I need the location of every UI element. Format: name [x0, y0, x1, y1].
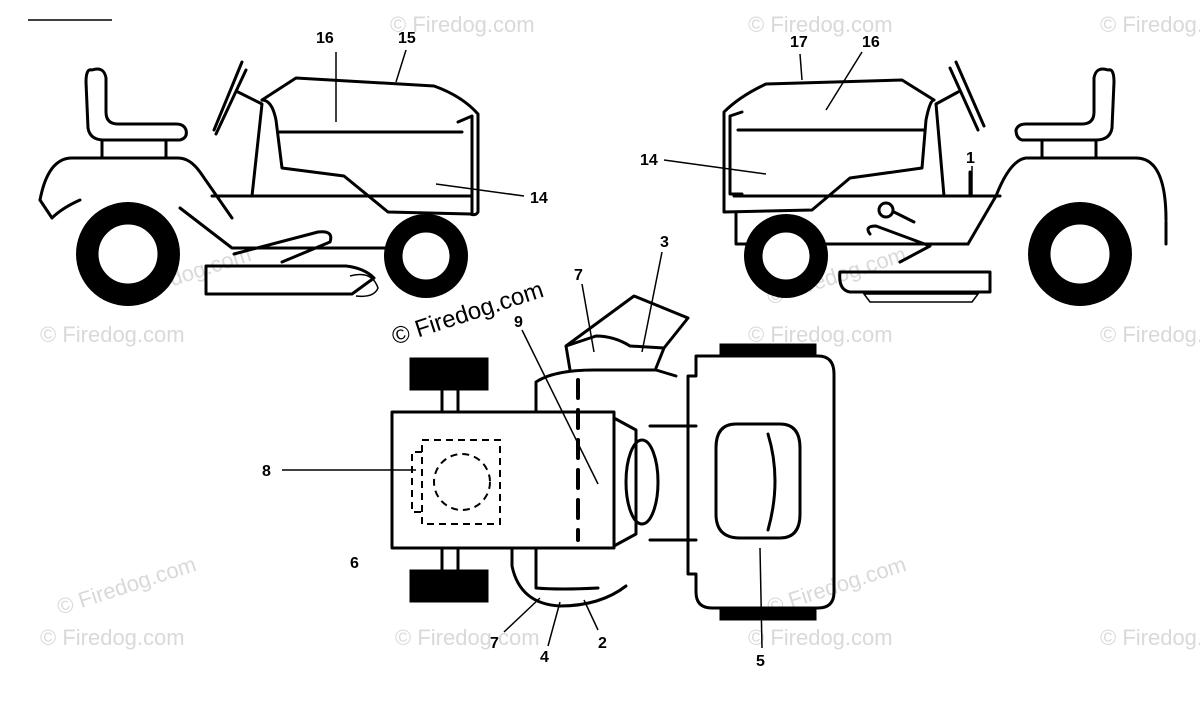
rear-wheel-hub	[1047, 221, 1113, 287]
tractor-right-side-view	[722, 60, 1168, 306]
callout-3: 3	[660, 234, 669, 251]
watermark-text: © Firedog.com	[748, 625, 893, 650]
callout-5: 5	[756, 653, 765, 670]
callout-17: 17	[790, 34, 808, 51]
key-switch	[892, 210, 916, 224]
watermark-text: © Firedog.com	[54, 551, 199, 619]
callout-16: 16	[862, 34, 880, 51]
grille	[728, 110, 744, 196]
chute-base	[564, 344, 666, 372]
watermark-text: © Firedog.com	[390, 12, 535, 37]
callout-14: 14	[640, 152, 658, 169]
hood-top	[686, 354, 836, 610]
watermarks: © Firedog.com © Firedog.com © Firedog.co…	[40, 12, 1200, 650]
fender-bottom-inner	[534, 546, 600, 591]
callout-4: 4	[540, 649, 549, 666]
steering-wheel	[212, 60, 248, 136]
seat-post	[100, 138, 168, 160]
deck-lever	[232, 230, 333, 264]
fender-lip	[38, 198, 82, 220]
rear-body	[390, 410, 616, 550]
leader-4	[547, 601, 561, 647]
leader-16-right	[825, 51, 863, 111]
frame-top	[210, 194, 474, 214]
watermark-text: © Firedog.com	[1100, 12, 1200, 37]
seat	[84, 67, 188, 142]
fender-bottom	[510, 546, 628, 608]
steering-column	[934, 90, 960, 198]
watermark-text: © Firedog.com	[40, 322, 185, 347]
tire-top-right-rear	[409, 569, 489, 603]
watermark-text: © Firedog.com	[1100, 625, 1200, 650]
leader-17	[799, 53, 803, 81]
frame-rail	[178, 206, 402, 250]
seat	[1014, 67, 1116, 142]
watermark-text: © Firedog.com	[40, 625, 185, 650]
watermark-text: © Firedog.com	[748, 12, 893, 37]
seat-edge-dashed	[411, 451, 422, 513]
discharge-chute	[564, 294, 690, 350]
front-wheel-hub	[399, 229, 453, 283]
mower-deck	[838, 270, 992, 294]
leader-7-top	[581, 283, 595, 353]
mower-deck	[204, 264, 376, 296]
callout-labels: 16 15 14 17 16 14 1 3 7 9 8 6 7 4 2 5	[262, 30, 975, 670]
discharge-chute	[349, 273, 379, 298]
leader-3	[641, 251, 663, 353]
tractor-top-view	[390, 294, 836, 621]
deck-lever	[866, 224, 932, 264]
tire-top-left-rear	[409, 357, 489, 391]
grille	[456, 114, 474, 214]
leader-14-left	[435, 183, 525, 197]
hood-crease	[766, 432, 777, 532]
leader-15	[395, 49, 407, 83]
leader-7-bottom	[503, 597, 541, 633]
callout-6: 6	[350, 555, 359, 572]
steering-top	[624, 438, 660, 526]
watermark-text: © Firedog.com	[395, 625, 540, 650]
key-knob	[877, 201, 895, 219]
axle-stubs	[440, 388, 460, 572]
callout-16: 16	[316, 30, 334, 47]
watermark-text: © Firedog.com	[1100, 322, 1200, 347]
callout-2: 2	[598, 635, 607, 652]
front-tire-top	[719, 343, 817, 355]
hood	[260, 76, 480, 217]
front-tire-bottom	[719, 609, 817, 621]
callout-9: 9	[514, 314, 523, 331]
fender-top	[534, 368, 678, 414]
rear-fender	[38, 156, 234, 220]
tractor-left-side-view	[38, 60, 480, 306]
leader-14-right	[663, 159, 767, 175]
callout-7: 7	[574, 267, 583, 284]
leader-lines	[282, 49, 973, 649]
callout-14: 14	[530, 190, 548, 207]
leader-5	[759, 547, 763, 649]
hood-panel	[714, 422, 802, 540]
callout-15: 15	[398, 30, 416, 47]
leader-9	[521, 329, 599, 485]
callout-7: 7	[490, 635, 499, 652]
callout-1: 1	[966, 150, 975, 167]
seat-circle-dashed	[433, 453, 491, 511]
rear-fender	[966, 156, 1168, 246]
hood	[722, 78, 936, 214]
rear-wheel-hub	[95, 221, 161, 287]
neck	[612, 416, 638, 548]
frame-rail	[734, 210, 970, 246]
seat-post	[1040, 138, 1098, 160]
deck-skirt	[862, 293, 980, 303]
leader-2	[583, 599, 599, 631]
callout-8: 8	[262, 463, 271, 480]
watermark-text: © Firedog.com	[748, 322, 893, 347]
seat-area-dashed	[421, 439, 501, 525]
front-wheel-hub	[759, 229, 813, 283]
steering-column	[236, 90, 264, 198]
steering-wheel	[948, 60, 986, 132]
